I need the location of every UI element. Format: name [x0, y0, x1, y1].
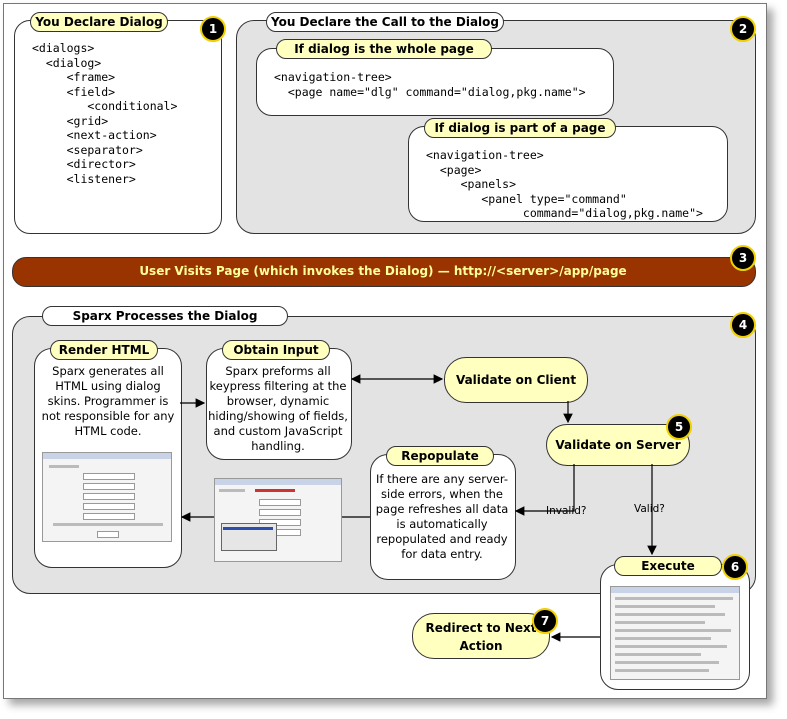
render-html-text: Sparx generates all HTML using dialog sk… [41, 364, 175, 438]
obtain-input-text: Sparx preforms all keypress filtering at… [208, 364, 348, 453]
repopulated-form-screenshot [214, 478, 342, 562]
user-visits-text: User Visits Page (which invokes the Dial… [139, 264, 627, 278]
step-4-badge: 4 [730, 312, 756, 338]
valid-label: Valid? [634, 503, 665, 515]
step-6-badge: 6 [722, 554, 748, 580]
user-visits-banner [12, 257, 756, 287]
step-2-badge: 2 [730, 16, 756, 42]
execute-result-screenshot [610, 586, 740, 680]
declare-dialog-panel [14, 20, 222, 234]
step-3-badge: 3 [730, 245, 756, 271]
execute-title: Execute [614, 556, 722, 576]
obtain-input-title: Obtain Input [222, 340, 330, 360]
step-1-badge: 1 [200, 16, 226, 42]
part-page-box [408, 126, 728, 222]
rendered-form-screenshot [42, 452, 172, 542]
declare-call-title: You Declare the Call to the Dialog [266, 12, 504, 32]
step-5-badge: 5 [666, 414, 692, 440]
repopulate-text: If there are any server-side errors, whe… [375, 472, 509, 561]
render-html-title: Render HTML [50, 340, 158, 360]
part-page-title: If dialog is part of a page [424, 118, 616, 138]
step-7-badge: 7 [532, 608, 558, 634]
sparx-processes-title: Sparx Processes the Dialog [42, 306, 288, 326]
invalid-arrow [514, 464, 575, 516]
whole-page-code: <navigation-tree> <page name="dlg" comma… [274, 70, 586, 99]
validate-client-node: Validate on Client [444, 357, 588, 403]
whole-page-title: If dialog is the whole page [276, 39, 492, 59]
part-page-code: <navigation-tree> <page> <panels> <panel… [426, 148, 703, 220]
redirect-node: Redirect to Next Action [412, 613, 550, 659]
declare-dialog-title: You Declare Dialog [30, 12, 168, 32]
dialog-xml-code: <dialogs> <dialog> <frame> <field> <cond… [32, 41, 178, 186]
repopulate-box [370, 454, 516, 580]
repopulate-title: Repopulate [386, 446, 494, 466]
whole-page-box [256, 48, 614, 116]
